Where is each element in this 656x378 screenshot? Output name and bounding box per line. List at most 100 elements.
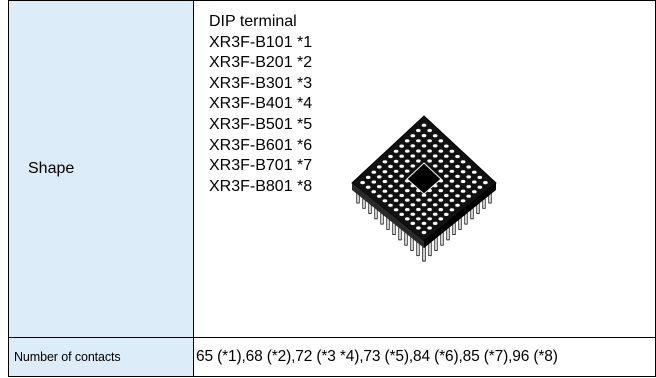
socket-hole	[432, 212, 438, 216]
socket-hole	[444, 184, 449, 188]
shape-text-lines: DIP terminal XR3F-B101 *1 XR3F-B201 *2 X…	[209, 12, 312, 197]
socket-hole	[432, 221, 438, 225]
socket-hole	[382, 199, 388, 203]
socket-hole	[410, 193, 416, 197]
socket-hole	[432, 193, 438, 197]
socket-hole	[472, 190, 477, 194]
socket-hole	[421, 123, 427, 127]
socket-hole	[444, 193, 449, 198]
socket-hole	[399, 184, 404, 188]
shape-row: Shape DIP terminal XR3F-B101 *1 XR3F-B20…	[8, 0, 656, 338]
socket-pin	[422, 246, 426, 262]
socket-hole	[371, 190, 376, 194]
socket-hole	[460, 179, 466, 184]
socket-hole	[388, 154, 393, 159]
socket-hole	[421, 193, 427, 197]
shape-line: XR3F-B601 *6	[209, 136, 313, 154]
socket-hole	[455, 174, 460, 178]
socket-hole	[360, 181, 365, 185]
contacts-label: Number of contacts	[8, 337, 194, 377]
socket-hole	[460, 189, 466, 193]
socket-hole	[371, 180, 377, 184]
socket-hole	[438, 159, 444, 163]
socket-hole	[444, 154, 449, 158]
socket-hole	[399, 212, 404, 216]
contacts-row: Number of contacts 65 (*1),68 (*2),72 (*…	[8, 337, 656, 377]
socket-hole	[421, 203, 427, 207]
shape-line: XR3F-B301 *3	[209, 74, 313, 92]
socket-hole	[404, 169, 410, 173]
socket-hole	[427, 139, 432, 143]
socket-hole	[455, 194, 460, 198]
pga-socket-illustration	[351, 115, 497, 262]
socket-hole	[404, 139, 410, 143]
socket-hole	[449, 179, 455, 183]
socket-hole	[393, 198, 399, 202]
socket-hole	[421, 134, 427, 138]
socket-hole	[438, 198, 444, 202]
shape-line: XR3F-B801 *8	[209, 177, 313, 195]
socket-edge-left	[352, 183, 424, 248]
socket-hole	[421, 144, 427, 148]
socket-hole	[421, 230, 427, 235]
socket-hole	[393, 189, 399, 193]
shape-line: XR3F-B501 *5	[209, 115, 313, 133]
socket-hole	[377, 194, 382, 198]
socket-hole	[416, 198, 421, 202]
socket-hole	[416, 207, 421, 212]
socket-hole	[410, 203, 416, 207]
socket-hole	[421, 154, 427, 158]
socket-hole	[405, 189, 410, 193]
socket-hole	[427, 217, 432, 221]
spec-table: Shape DIP terminal XR3F-B101 *1 XR3F-B20…	[8, 0, 656, 377]
socket-hole	[399, 164, 404, 168]
socket-hole	[455, 154, 460, 159]
socket-hole	[444, 174, 449, 178]
socket-hole	[393, 149, 399, 153]
socket-hole-grid	[360, 123, 488, 235]
socket-hole	[449, 169, 455, 173]
socket-hole	[472, 170, 477, 174]
contacts-value: 65 (*1),68 (*2),72 (*3 *4),73 (*5),84 (*…	[193, 337, 656, 377]
socket-hole	[410, 144, 416, 148]
socket-hole	[393, 169, 399, 173]
socket-hole	[405, 149, 410, 153]
socket-hole	[416, 226, 421, 230]
socket-hole	[365, 185, 371, 189]
socket-hole	[444, 203, 449, 207]
socket-hole	[388, 174, 393, 178]
socket-hole	[416, 128, 421, 133]
socket-hole	[393, 159, 399, 163]
socket-hole	[388, 194, 393, 198]
socket-hole	[405, 217, 410, 221]
socket-hole	[399, 154, 404, 158]
shape-line: DIP terminal	[209, 13, 297, 30]
socket-hole	[477, 175, 483, 179]
socket-hole	[460, 199, 466, 203]
socket-hole	[483, 181, 488, 185]
socket-hole	[438, 189, 444, 193]
socket-hole	[427, 149, 432, 153]
socket-hole	[449, 159, 455, 163]
socket-hole	[444, 144, 449, 148]
socket-hole	[432, 134, 438, 138]
socket-hole	[466, 175, 471, 179]
socket-hole	[460, 170, 466, 174]
shape-label: Shape	[8, 0, 194, 338]
socket-hole	[449, 189, 455, 193]
socket-hole	[432, 154, 438, 158]
socket-hole	[377, 175, 382, 179]
shape-line: XR3F-B101 *1	[209, 33, 313, 51]
socket-hole	[377, 165, 382, 169]
socket-center-window	[406, 162, 442, 195]
socket-hole	[449, 208, 455, 212]
socket-hole	[382, 160, 388, 164]
socket-hole	[416, 149, 421, 153]
socket-hole	[405, 208, 410, 212]
shape-line: XR3F-B701 *7	[209, 157, 313, 175]
socket-hole	[466, 185, 471, 189]
socket-edge-right	[424, 183, 496, 248]
socket-hole	[438, 217, 444, 221]
socket-hole	[455, 203, 460, 207]
socket-hole	[427, 198, 432, 202]
